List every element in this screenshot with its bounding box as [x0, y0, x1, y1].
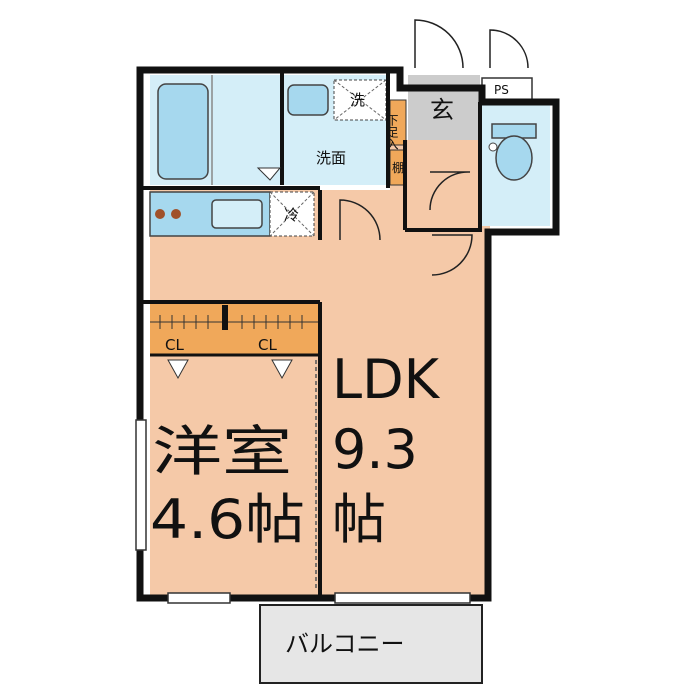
ldk-name: LDK — [332, 348, 441, 411]
inner-walls — [140, 72, 482, 598]
balcony — [259, 604, 483, 684]
bath-door-mark — [256, 167, 282, 181]
closet-door-left — [167, 359, 189, 380]
closet-door-right — [271, 359, 293, 380]
closet-left-label: CL — [165, 336, 184, 354]
western-room-name: 洋室 — [152, 420, 292, 483]
toilet-bowl-icon — [495, 135, 533, 181]
closet-right-label: CL — [258, 336, 277, 354]
windows — [135, 419, 471, 604]
stove-burner-icon — [155, 209, 165, 219]
washer-cross — [333, 79, 387, 121]
entrance-label: 玄 — [430, 96, 454, 124]
pipe-space-label: PS — [494, 83, 509, 97]
kitchen-sink-icon — [211, 199, 263, 229]
toilet-paper-icon — [488, 142, 498, 152]
washer-label: 洗 — [350, 91, 365, 109]
shelf-label: 棚 — [392, 160, 404, 175]
bathtub-icon — [157, 83, 209, 180]
closet-strip — [150, 300, 320, 355]
ldk-unit: 帖 — [332, 488, 386, 551]
western-room-size: 4.6帖 — [150, 488, 305, 551]
door-swings — [339, 19, 529, 276]
fridge-label: 冷 — [284, 206, 299, 224]
closet-hanger-ticks — [159, 315, 303, 329]
ldk-size: 9.3 — [332, 418, 418, 481]
stove-burner-icon — [171, 209, 181, 219]
balcony-label: バルコニー — [285, 630, 405, 658]
washroom-label: 洗面 — [316, 149, 346, 167]
wash-basin-icon — [287, 84, 329, 116]
fridge-cross — [269, 191, 315, 237]
